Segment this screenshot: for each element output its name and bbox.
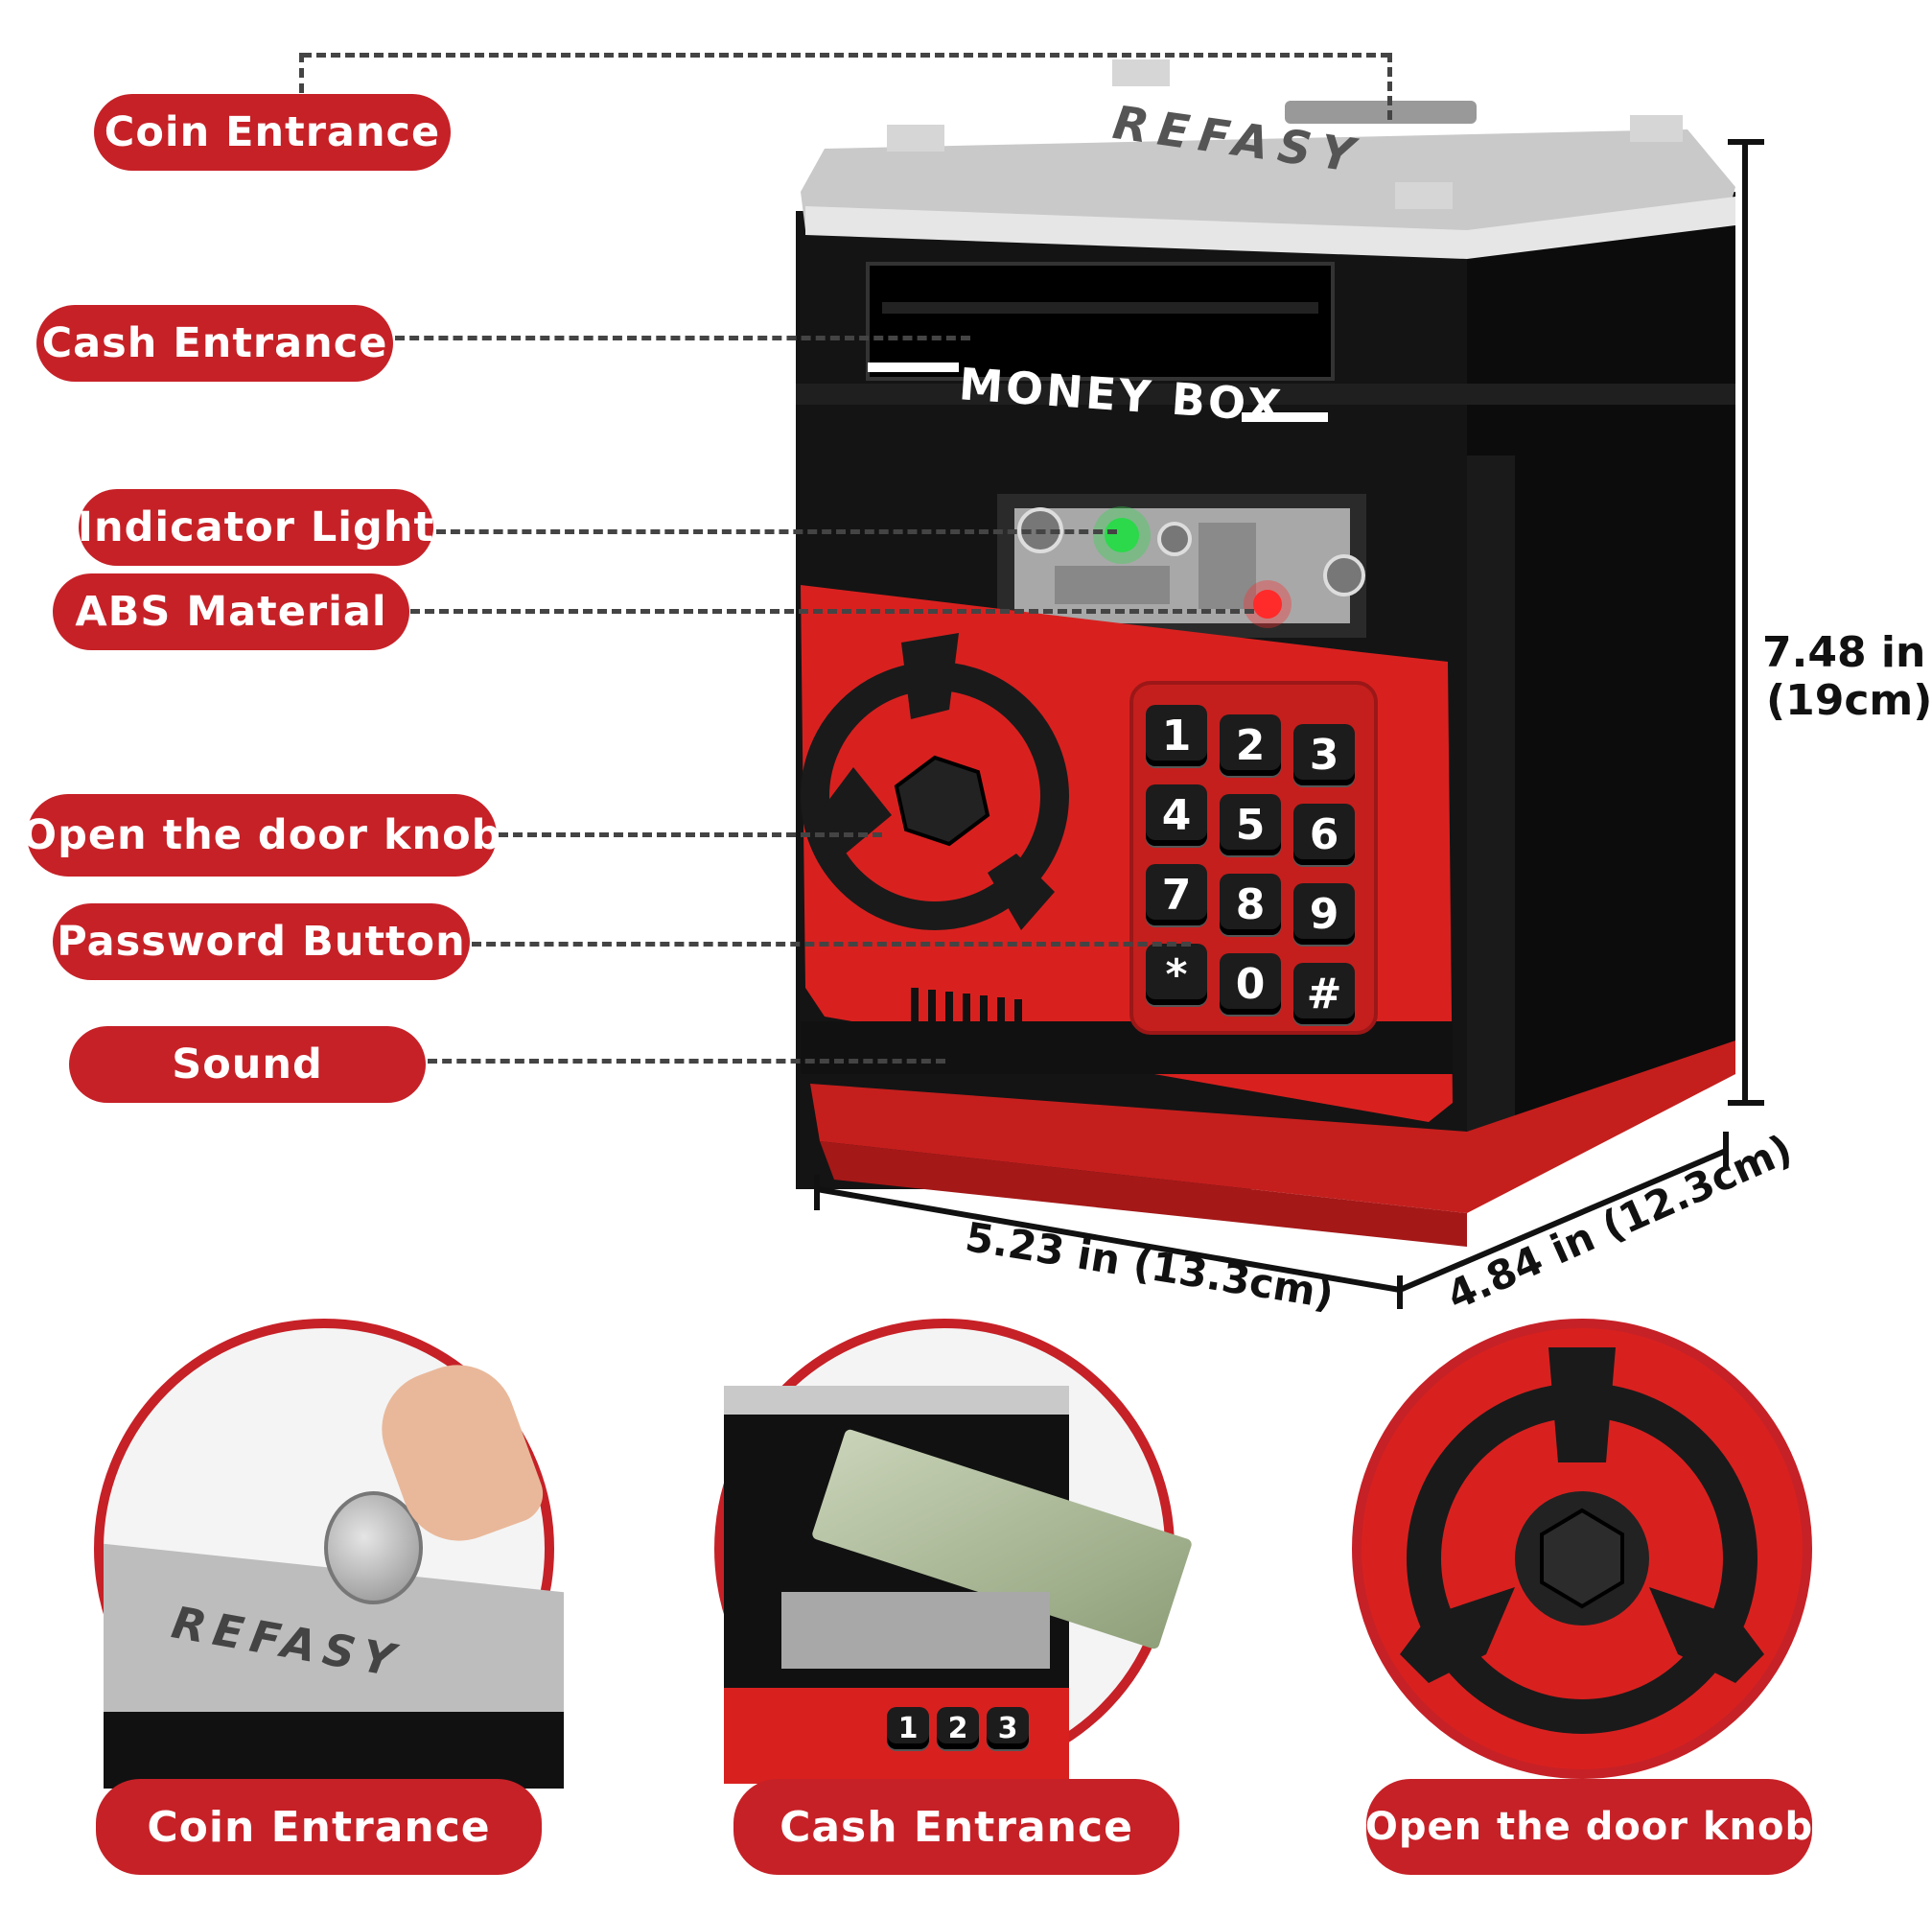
key-7[interactable]: 7 xyxy=(1146,864,1207,925)
knob-closeup xyxy=(1400,1347,1764,1734)
callout-indicator-light: Indicator Light xyxy=(78,489,433,566)
mini-key-3: 3 xyxy=(987,1707,1029,1749)
key-8[interactable]: 8 xyxy=(1220,874,1281,935)
key-0[interactable]: 0 xyxy=(1220,953,1281,1015)
key-3[interactable]: 3 xyxy=(1293,724,1355,785)
key-5[interactable]: 5 xyxy=(1220,794,1281,855)
width-dimension-line xyxy=(814,1175,1403,1309)
key-6[interactable]: 6 xyxy=(1293,804,1355,865)
coin-entrance-leader-left xyxy=(299,53,304,93)
key-2[interactable]: 2 xyxy=(1220,714,1281,776)
lid-clip xyxy=(887,125,944,152)
abs-material-leader xyxy=(410,609,1254,614)
password-button-leader xyxy=(472,942,1191,947)
detail-cash-entrance: 1 2 3 xyxy=(714,1319,1194,1784)
key-4[interactable]: 4 xyxy=(1146,784,1207,846)
lid-clip xyxy=(1395,182,1453,209)
depth-dimension-line xyxy=(1398,1132,1729,1293)
lid xyxy=(801,129,1735,235)
indicator-light-leader xyxy=(436,529,1117,534)
detail-door-knob xyxy=(1352,1319,1812,1779)
box-side xyxy=(1467,192,1735,1141)
cash-closeup-lid xyxy=(724,1386,1069,1415)
callout-password-button: Password Button xyxy=(53,903,470,980)
red-indicator-light xyxy=(1253,590,1282,619)
key-1[interactable]: 1 xyxy=(1146,705,1207,766)
green-indicator-light xyxy=(1105,518,1139,552)
callout-cash-entrance: Cash Entrance xyxy=(36,305,393,382)
key-9[interactable]: 9 xyxy=(1293,883,1355,945)
cash-slot-inner xyxy=(882,302,1318,314)
callout-sound: Sound xyxy=(69,1026,426,1103)
label-line-left xyxy=(868,363,959,372)
lid-edge xyxy=(805,197,1735,259)
speaker-grille xyxy=(911,988,1022,1051)
callout-coin-entrance: Coin Entrance xyxy=(94,94,451,171)
door-knob-leader xyxy=(499,832,882,837)
height-dimension-in: 7.48 in xyxy=(1762,628,1926,677)
height-dimension-line xyxy=(1728,139,1764,1106)
height-dimension-cm: (19cm) xyxy=(1766,676,1932,725)
body-band xyxy=(796,384,1735,405)
coin-entrance-leader-top xyxy=(302,53,1390,58)
coin-slot xyxy=(1285,101,1477,124)
cash-slot xyxy=(866,262,1335,381)
callout-abs-material: ABS Material xyxy=(53,573,409,650)
sound-leader xyxy=(428,1059,945,1064)
lid-clip xyxy=(1630,115,1683,142)
bottom-label-cash-entrance: Cash Entrance xyxy=(733,1779,1179,1875)
key-star[interactable]: * xyxy=(1146,944,1207,1005)
base xyxy=(810,1041,1735,1213)
callout-door-knob: Open the door knob xyxy=(22,794,500,877)
bottom-label-coin-entrance: Coin Entrance xyxy=(96,1779,542,1875)
lid-clip xyxy=(1112,59,1170,86)
label-line-right xyxy=(1242,412,1328,422)
lid-closeup-edge xyxy=(104,1712,564,1789)
bottom-label-door-knob: Open the door knob xyxy=(1365,1779,1812,1875)
key-hash[interactable]: # xyxy=(1293,963,1355,1024)
base-front xyxy=(820,1141,1467,1247)
detail-coin-entrance: REFASY xyxy=(94,1319,564,1789)
mini-key-1: 1 xyxy=(887,1707,929,1749)
door-knob-hub xyxy=(894,755,990,847)
mini-key-2: 2 xyxy=(937,1707,979,1749)
cash-entrance-leader xyxy=(395,336,970,340)
coin-icon xyxy=(324,1491,423,1604)
coin-entrance-leader-right xyxy=(1387,53,1392,120)
hinge-strip xyxy=(1467,456,1515,1165)
cash-closeup-mechanism xyxy=(781,1592,1050,1669)
